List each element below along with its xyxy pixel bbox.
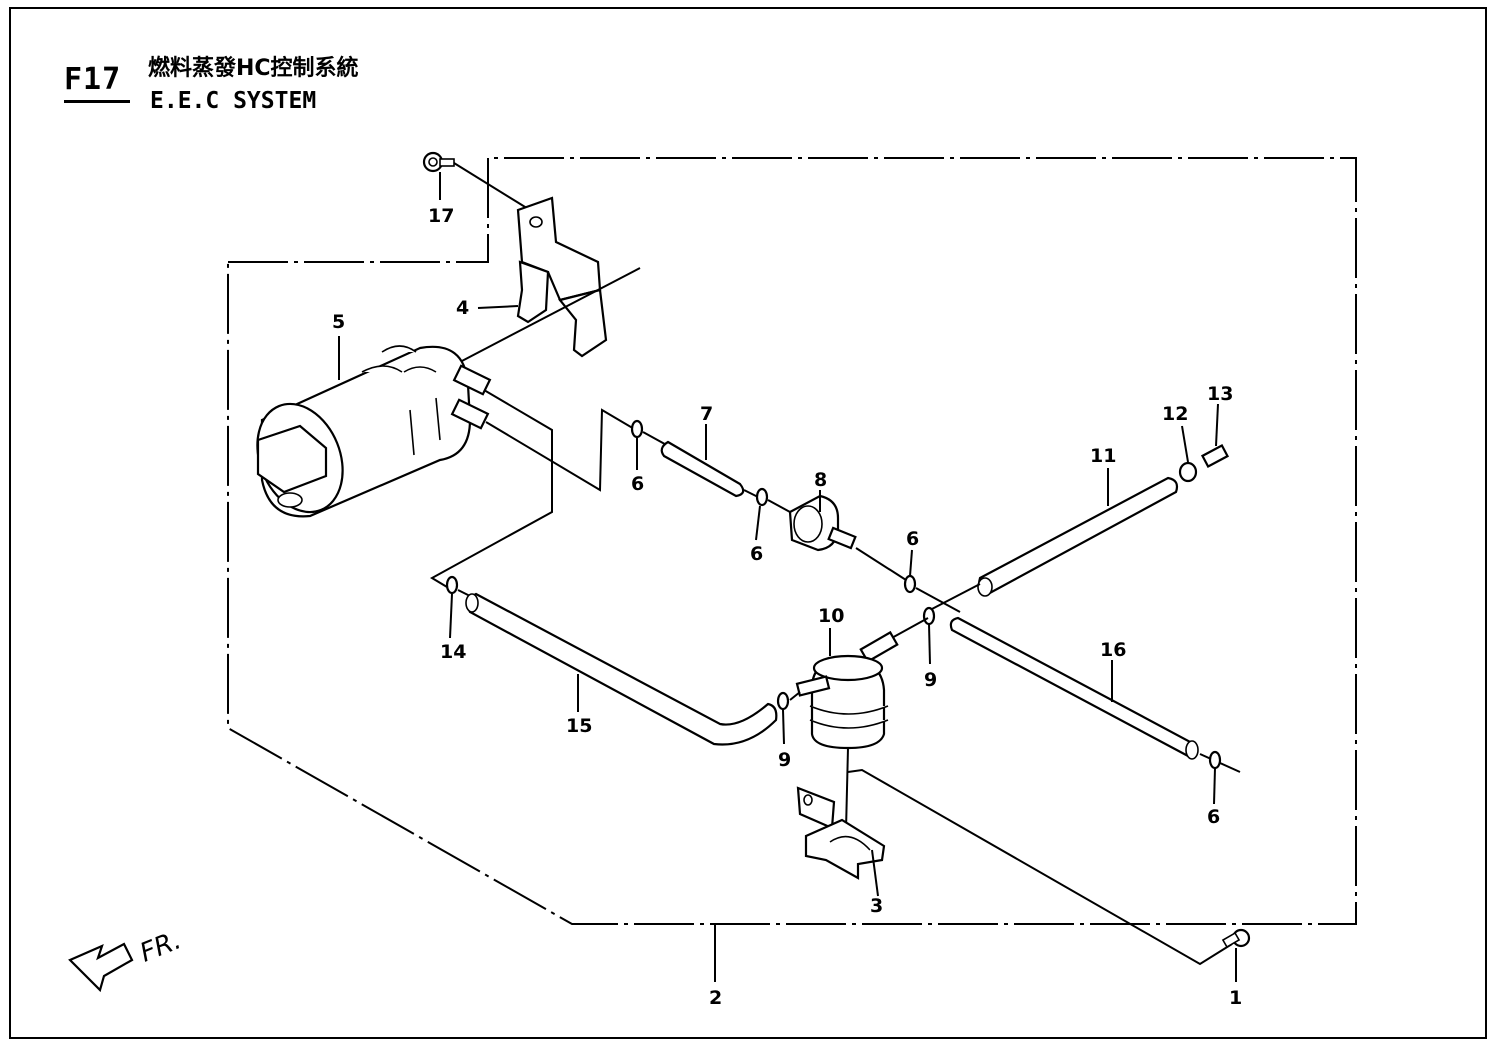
assembly-boundary xyxy=(227,157,1357,925)
callout-9-a: 9 xyxy=(924,669,937,691)
leader-lines xyxy=(338,172,1237,982)
callout-8: 8 xyxy=(814,469,827,491)
line-canister-to-15 xyxy=(429,389,553,591)
callout-5: 5 xyxy=(332,311,345,333)
part-7-hose xyxy=(642,431,761,499)
callout-10: 10 xyxy=(818,605,844,627)
part-6-clip-b xyxy=(755,487,769,507)
part-3-bracket xyxy=(796,786,886,880)
front-arrow-icon xyxy=(68,942,134,993)
callout-14: 14 xyxy=(440,641,466,663)
callout-15: 15 xyxy=(566,715,592,737)
callout-17: 17 xyxy=(428,205,454,227)
callout-1: 1 xyxy=(1229,987,1242,1009)
part-17-bolt xyxy=(422,151,531,211)
callout-9-b: 9 xyxy=(778,749,791,771)
part-9-clip-b xyxy=(776,691,790,711)
part-11-hose xyxy=(929,476,1179,611)
callout-4: 4 xyxy=(456,297,469,319)
callout-16: 16 xyxy=(1100,639,1126,661)
callout-2: 2 xyxy=(709,987,722,1009)
part-9-clip-a xyxy=(922,606,936,626)
callout-labels: 1 2 3 4 5 6 6 6 6 7 8 9 9 10 11 12 13 14… xyxy=(332,205,1242,1009)
callout-6-b: 6 xyxy=(750,543,763,565)
callout-6-c: 6 xyxy=(906,528,919,550)
part-8-valve xyxy=(767,494,907,581)
part-6-clip-d xyxy=(1208,750,1222,770)
part-13-cap xyxy=(1200,444,1230,468)
callout-3: 3 xyxy=(870,895,883,917)
part-6-clip-a xyxy=(630,419,644,439)
part-12-clip xyxy=(1178,461,1198,483)
part-6-clip-c xyxy=(903,574,917,594)
callout-11: 11 xyxy=(1090,445,1116,467)
title-chinese: 燃料蒸發HC控制系統 xyxy=(148,56,359,81)
section-code-underline xyxy=(64,100,130,103)
part-16-hose xyxy=(949,616,1241,773)
part-14-clip xyxy=(445,575,459,595)
line-6c-to-16 xyxy=(915,587,961,613)
callout-7: 7 xyxy=(700,403,713,425)
drawing-frame xyxy=(9,7,1487,1039)
title-english: E.E.C SYSTEM xyxy=(150,88,317,114)
line-canister-to-7 xyxy=(485,408,637,492)
callout-12: 12 xyxy=(1162,403,1188,425)
section-code: F17 xyxy=(64,62,122,97)
part-10-separator xyxy=(789,617,929,831)
callout-6-d: 6 xyxy=(1207,806,1220,828)
part-4-bracket xyxy=(459,196,641,363)
callout-13: 13 xyxy=(1207,383,1233,405)
part-15-hose xyxy=(457,589,778,746)
part-1-bolt xyxy=(847,768,1251,966)
callout-6-a: 6 xyxy=(631,473,644,495)
part-5-canister xyxy=(256,345,492,518)
